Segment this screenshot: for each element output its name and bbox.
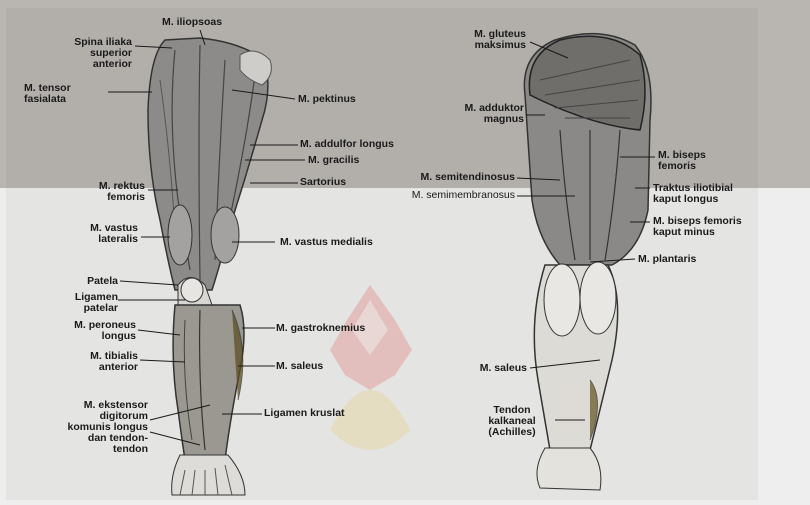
label-tendon-line3: (Achilles) — [470, 427, 554, 438]
label-gracilis: M. gracilis — [308, 155, 359, 166]
label-tensor-line2: fasialata — [24, 94, 66, 105]
label-traktus-line2: kaput longus — [653, 194, 718, 205]
watermark-logo — [330, 285, 412, 450]
anterior-leg — [148, 38, 271, 495]
label-ekstensor-line5: tendon — [40, 444, 148, 455]
label-ligamen-kruslat: Ligamen kruslat — [264, 408, 345, 419]
label-tibialis-line2: anterior — [50, 362, 138, 373]
label-iliopsoas: M. iliopsoas — [162, 17, 222, 28]
label-vastus-lat-line2: lateralis — [50, 234, 138, 245]
label-biseps-minus-line2: kaput minus — [653, 227, 715, 238]
label-peroneus-line2: longus — [50, 331, 136, 342]
label-vastus-medialis: M. vastus medialis — [280, 237, 373, 248]
label-adduktor-longus: M. addulfor longus — [300, 139, 394, 150]
label-semitendinosus: M. semitendinosus — [360, 172, 515, 183]
label-ligamen-line2: patelar — [50, 303, 118, 314]
label-gastroknemius: M. gastroknemius — [276, 323, 365, 334]
label-spina-line3: anterior — [44, 59, 132, 70]
label-patela: Patela — [50, 276, 118, 287]
label-sartorius: Sartorius — [300, 177, 346, 188]
label-semimembranosus: M. semimembranosus — [345, 190, 515, 201]
label-plantaris: M. plantaris — [638, 254, 696, 265]
label-saleus-posterior: M. saleus — [445, 363, 527, 374]
label-rektus-line2: femoris — [50, 192, 145, 203]
label-adduktor-magnus-line2: magnus — [418, 114, 524, 125]
label-saleus-anterior: M. saleus — [276, 361, 323, 372]
label-pektinus: M. pektinus — [298, 94, 356, 105]
label-gluteus-line2: maksimus — [430, 40, 526, 51]
label-biseps-line2: femoris — [658, 161, 696, 172]
